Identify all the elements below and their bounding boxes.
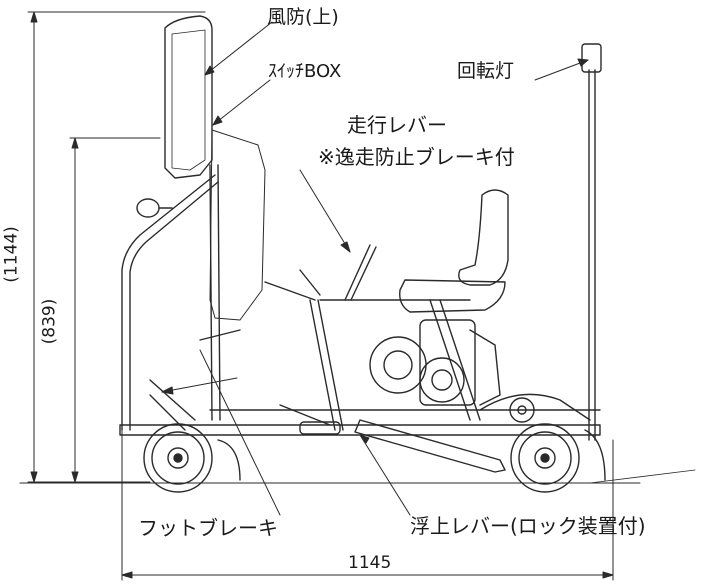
switch-box-label: ｽｲｯﾁBOX bbox=[268, 61, 342, 82]
windshield-label: 風防(上) bbox=[267, 6, 339, 28]
overall-height-dimension: (1144) bbox=[1, 226, 22, 283]
travel-lever-label: 走行レバー bbox=[347, 113, 447, 137]
seat-height-dimension: (839) bbox=[39, 298, 60, 345]
foot-brake-label: フットブレーキ bbox=[138, 516, 278, 540]
runaway-brake-label: ※逸走防止ブレーキ付 bbox=[318, 145, 515, 169]
float-lever-label: 浮上レバー(ロック装置付) bbox=[410, 514, 646, 538]
dimension-lines bbox=[19, 11, 696, 581]
beacon-label: 回転灯 bbox=[457, 60, 515, 82]
leader-lines bbox=[161, 21, 589, 516]
overall-length-dimension: 1145 bbox=[348, 553, 392, 573]
vehicle-body bbox=[119, 15, 606, 493]
